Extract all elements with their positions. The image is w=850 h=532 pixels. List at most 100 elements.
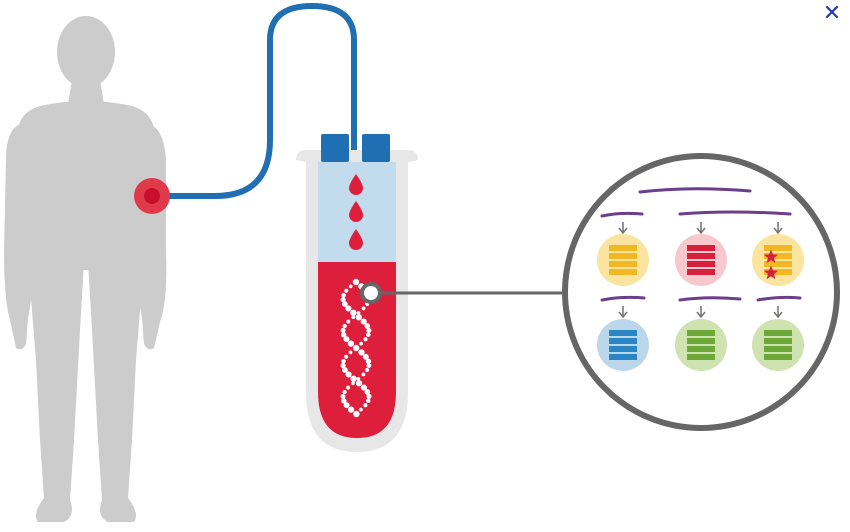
dna-dot <box>360 318 367 325</box>
dna-dot <box>347 340 355 347</box>
dna-strands <box>600 187 802 302</box>
dna-dot <box>343 402 350 409</box>
gene-bar <box>609 346 637 352</box>
arrow-down-1 <box>618 222 628 235</box>
dna-dot <box>351 315 356 320</box>
arrow-down-6 <box>773 306 783 319</box>
gene-cell-green-right <box>752 319 804 371</box>
dna-dot <box>344 354 349 359</box>
gene-bar <box>764 269 792 275</box>
dna-dot <box>345 305 352 312</box>
gene-bar <box>764 346 792 352</box>
gene-cell-circle <box>752 234 804 286</box>
gene-bar <box>609 253 637 259</box>
gene-cells <box>597 234 804 371</box>
dna-dot <box>366 393 372 399</box>
dna-dot <box>341 292 346 298</box>
close-button[interactable]: ✕ <box>820 2 844 26</box>
tube-cap-right <box>362 134 390 162</box>
gene-cell-circle <box>752 319 804 371</box>
gene-bar <box>609 330 637 336</box>
gene-bar <box>764 330 792 336</box>
gene-bar <box>687 354 715 360</box>
dna-dot <box>342 389 347 395</box>
gene-bar <box>764 245 792 251</box>
dna-dot <box>363 403 368 408</box>
dna-dot <box>354 280 358 284</box>
dna-dot <box>358 349 365 356</box>
close-icon: ✕ <box>822 1 842 26</box>
strand-top-left <box>600 211 644 218</box>
zoom-circle <box>562 153 840 431</box>
gene-bar <box>764 354 792 360</box>
gene-cell-yellow-top <box>597 234 649 286</box>
gene-bar <box>609 261 637 267</box>
strand-mid-middle <box>678 296 742 302</box>
dna-dot <box>342 367 348 373</box>
dna-dot <box>355 380 363 387</box>
gene-cell-red-top <box>675 234 727 286</box>
dna-dot <box>340 327 346 333</box>
gene-bar <box>609 245 637 251</box>
dna-dot <box>346 319 351 324</box>
dna-dot <box>365 398 371 404</box>
gene-bar <box>764 338 792 344</box>
strand-long <box>638 187 752 194</box>
gene-cell-blue-bottom <box>597 319 649 371</box>
blood-drop-2 <box>349 201 363 222</box>
gene-bar <box>764 261 792 267</box>
dna-dot <box>345 371 352 378</box>
dna-dot <box>351 381 355 386</box>
dna-dot <box>359 407 363 412</box>
dna-dot <box>364 389 371 395</box>
gene-cell-circle <box>675 319 727 371</box>
dna-dot <box>366 327 372 333</box>
gene-bar <box>609 354 637 360</box>
gene-bar <box>687 261 715 267</box>
strand-mid-left <box>600 295 646 302</box>
zoom-anchor <box>360 282 382 304</box>
dna-dot <box>363 337 368 342</box>
dna-dot <box>340 363 346 369</box>
dna-dot <box>364 367 370 373</box>
torso <box>18 101 154 270</box>
tube-cap-left <box>321 134 349 162</box>
gene-bar <box>687 330 715 336</box>
dna-dot <box>356 376 361 381</box>
gene-cell-circle <box>597 319 649 371</box>
blood-drop-3 <box>349 229 363 250</box>
dna-dot <box>361 306 366 311</box>
dna-dot <box>341 358 346 364</box>
arrow-down-4 <box>618 306 628 319</box>
right-leg <box>88 262 144 522</box>
dna-dot <box>342 323 347 329</box>
dna-dot <box>343 336 350 343</box>
gene-bar <box>687 245 715 251</box>
dna-dot <box>366 363 372 369</box>
dna-dot <box>359 341 363 346</box>
head <box>57 16 115 88</box>
gene-bar <box>687 269 715 275</box>
mutation-star-icon <box>763 249 779 264</box>
strand-mid-right <box>756 295 802 302</box>
neck <box>68 80 104 104</box>
gene-cell-circle <box>597 234 649 286</box>
dna-dot <box>365 358 372 364</box>
dna-dot <box>366 332 371 338</box>
dna-dot <box>341 398 347 404</box>
arrow-down-5 <box>696 306 706 319</box>
dna-dot <box>347 406 355 413</box>
dna-dot <box>361 372 366 377</box>
dna-dot <box>350 309 357 316</box>
strand-arrows <box>618 222 783 319</box>
dna-dot <box>355 314 362 321</box>
dna-helix <box>340 278 372 418</box>
arrow-down-2 <box>696 222 706 235</box>
test-tube <box>296 134 418 452</box>
gene-bar <box>609 338 637 344</box>
gene-bar <box>687 346 715 352</box>
gene-cell-yellow-mutated <box>752 234 804 286</box>
dna-dot <box>360 384 367 391</box>
